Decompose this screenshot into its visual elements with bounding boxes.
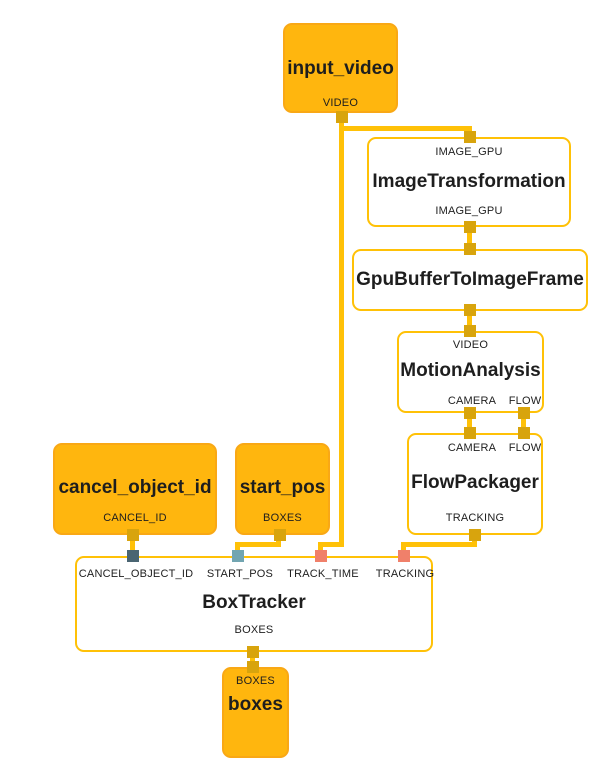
port-motionanalysis-in xyxy=(464,325,476,337)
port-label-camera-out: CAMERA xyxy=(447,395,497,407)
node-title-cancel-object-id: cancel_object_id xyxy=(58,477,212,498)
edge-tracking-elbow xyxy=(401,542,477,547)
node-title-gpu-buffer: GpuBufferToImageFrame xyxy=(356,269,584,290)
port-boxtracker-startpos-in xyxy=(232,550,244,562)
port-imagetransformation-out xyxy=(464,221,476,233)
edge-tracktime-elbow xyxy=(318,542,344,547)
node-motion-analysis[interactable]: VIDEO MotionAnalysis CAMERA FLOW xyxy=(397,331,544,413)
port-start-pos-out xyxy=(274,529,286,541)
node-image-transformation[interactable]: IMAGE_GPU ImageTransformation IMAGE_GPU xyxy=(367,137,571,227)
port-label-track-time-in: TRACK_TIME xyxy=(287,568,359,580)
port-label-tracking-out: TRACKING xyxy=(445,512,505,524)
edge-startpos-drop2 xyxy=(235,542,240,552)
port-label-video-out: VIDEO xyxy=(322,97,359,109)
node-box-tracker[interactable]: CANCEL_OBJECT_ID START_POS TRACK_TIME TR… xyxy=(75,556,435,652)
port-label-video-in: VIDEO xyxy=(452,339,489,351)
port-label-boxes-in: BOXES xyxy=(236,675,275,687)
port-gpubuffer-out xyxy=(464,304,476,316)
port-label-flow-out: FLOW xyxy=(508,395,542,407)
node-title-boxes: boxes xyxy=(228,694,283,715)
port-motionanalysis-flow-out xyxy=(518,407,530,419)
port-boxes-in xyxy=(247,661,259,673)
port-label-camera-in: CAMERA xyxy=(447,442,497,454)
port-label-cancel-object-id-in: CANCEL_OBJECT_ID xyxy=(78,568,194,580)
port-label-start-pos-in: START_POS xyxy=(206,568,274,580)
edge-camera-to-camera xyxy=(467,410,472,434)
port-label-boxes-out-startpos: BOXES xyxy=(263,512,302,524)
node-title-image-transformation: ImageTransformation xyxy=(372,171,566,192)
edge-gpubuffer-to-motionanalysis xyxy=(467,308,472,332)
node-input-video[interactable]: input_video VIDEO xyxy=(283,23,398,113)
node-boxes[interactable]: BOXES boxes xyxy=(222,667,289,758)
edge-cancelid-to-boxtracker xyxy=(130,534,135,552)
node-title-motion-analysis: MotionAnalysis xyxy=(400,360,541,381)
node-cancel-object-id[interactable]: cancel_object_id CANCEL_ID xyxy=(53,443,217,535)
port-motionanalysis-camera-out xyxy=(464,407,476,419)
edge-tracktime-drop xyxy=(318,542,323,552)
edge-flow-to-flow xyxy=(521,410,526,434)
node-title-start-pos: start_pos xyxy=(239,477,326,498)
node-flow-packager[interactable]: CAMERA FLOW FlowPackager TRACKING xyxy=(407,433,543,535)
edge-imagetransformation-to-gpubuffer xyxy=(467,224,472,250)
port-boxtracker-boxes-out xyxy=(247,646,259,658)
port-cancel-object-id-out xyxy=(127,529,139,541)
port-boxtracker-tracking-in xyxy=(398,550,410,562)
port-boxtracker-cancel-in xyxy=(127,550,139,562)
edge-video-to-tracktime xyxy=(339,117,344,547)
node-title-input-video: input_video xyxy=(287,58,394,79)
port-gpubuffer-in xyxy=(464,243,476,255)
port-input-video-out xyxy=(336,111,348,123)
node-gpu-buffer-to-image-frame[interactable]: GpuBufferToImageFrame xyxy=(352,249,588,311)
port-imagetransformation-in xyxy=(464,131,476,143)
port-label-flow-in: FLOW xyxy=(508,442,542,454)
edge-startpos-elbow xyxy=(235,542,281,547)
port-flowpackager-flow-in xyxy=(518,427,530,439)
port-flowpackager-camera-in xyxy=(464,427,476,439)
port-label-tracking-in: TRACKING xyxy=(375,568,435,580)
node-start-pos[interactable]: start_pos BOXES xyxy=(235,443,330,535)
node-title-flow-packager: FlowPackager xyxy=(411,472,539,493)
node-title-box-tracker: BoxTracker xyxy=(202,592,306,613)
edge-video-to-imagetransformation xyxy=(339,126,471,131)
port-label-imagegpu-in: IMAGE_GPU xyxy=(435,146,503,158)
port-boxtracker-tracktime-in xyxy=(315,550,327,562)
edge-tracking-drop2 xyxy=(401,542,406,552)
port-flowpackager-tracking-out xyxy=(469,529,481,541)
port-label-boxes-out-boxtracker: BOXES xyxy=(234,624,274,636)
port-label-imagegpu-out: IMAGE_GPU xyxy=(435,205,503,217)
port-label-cancel-id-out: CANCEL_ID xyxy=(103,512,167,524)
